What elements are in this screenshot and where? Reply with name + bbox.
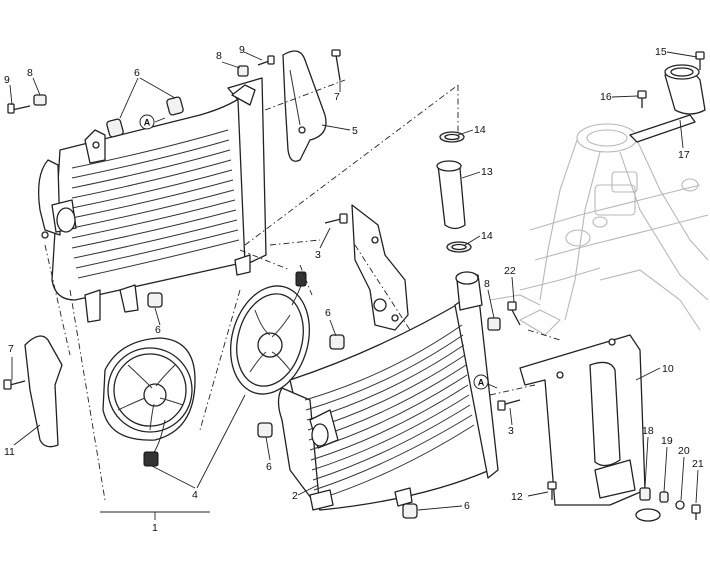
callout-labels: 9 8 6 8 9 7 5 14 13 14 3 15 16 17 6 7 11…: [4, 44, 704, 534]
leader-lines: [9, 51, 699, 520]
callout-5: 5: [352, 125, 358, 137]
rubber-pad-11: [24, 335, 63, 448]
mount-bracket-3: [351, 204, 409, 331]
callout-11: 11: [4, 446, 15, 458]
hose-13: [436, 160, 466, 230]
filler-neck-fitting: [629, 64, 706, 143]
callout-2: 2: [292, 490, 298, 502]
callout-6: 6: [155, 324, 161, 336]
fan-rear: [229, 271, 311, 395]
callout-9: 9: [239, 44, 245, 56]
left-radiator: [37, 77, 267, 323]
assembly-lines: [44, 79, 561, 501]
frame-ghost: [489, 123, 709, 336]
callout-16: 16: [600, 91, 612, 103]
bolts: [3, 49, 705, 522]
callout-7: 7: [8, 343, 14, 355]
callout-6: 6: [266, 461, 272, 473]
callout-4: 4: [192, 489, 198, 501]
callout-12: 12: [511, 491, 523, 503]
callout-6: 6: [464, 500, 470, 512]
callout-13: 13: [481, 166, 493, 178]
callout-8: 8: [216, 50, 222, 62]
callout-15: 15: [655, 46, 667, 58]
callout-7: 7: [334, 91, 340, 103]
callout-22: 22: [504, 265, 516, 277]
callout-19: 19: [661, 435, 673, 447]
support-plate-10: [519, 334, 646, 506]
clamp-14-upper: [439, 131, 465, 143]
callout-6: 6: [325, 307, 331, 319]
grommets-6: [106, 96, 418, 519]
callout-20: 20: [678, 445, 690, 457]
reference-marker-a-1: A: [139, 114, 155, 130]
svg-text:A: A: [144, 118, 151, 128]
callout-17: 17: [678, 149, 690, 161]
callout-8: 8: [484, 278, 490, 290]
fan-front: [102, 337, 196, 467]
cover-bracket-5: [282, 50, 327, 162]
callout-9: 9: [4, 74, 10, 86]
callout-21: 21: [692, 458, 704, 470]
callout-10: 10: [662, 363, 674, 375]
callout-8: 8: [27, 67, 33, 79]
reference-marker-a-2: A: [473, 374, 489, 390]
callout-3: 3: [315, 249, 321, 261]
callout-14: 14: [481, 230, 493, 242]
callout-18: 18: [642, 425, 654, 437]
callout-6: 6: [134, 67, 140, 79]
callout-3: 3: [508, 425, 514, 437]
right-radiator: [277, 271, 499, 511]
callout-1: 1: [152, 522, 158, 534]
callout-14: 14: [474, 124, 486, 136]
svg-text:A: A: [478, 378, 485, 388]
